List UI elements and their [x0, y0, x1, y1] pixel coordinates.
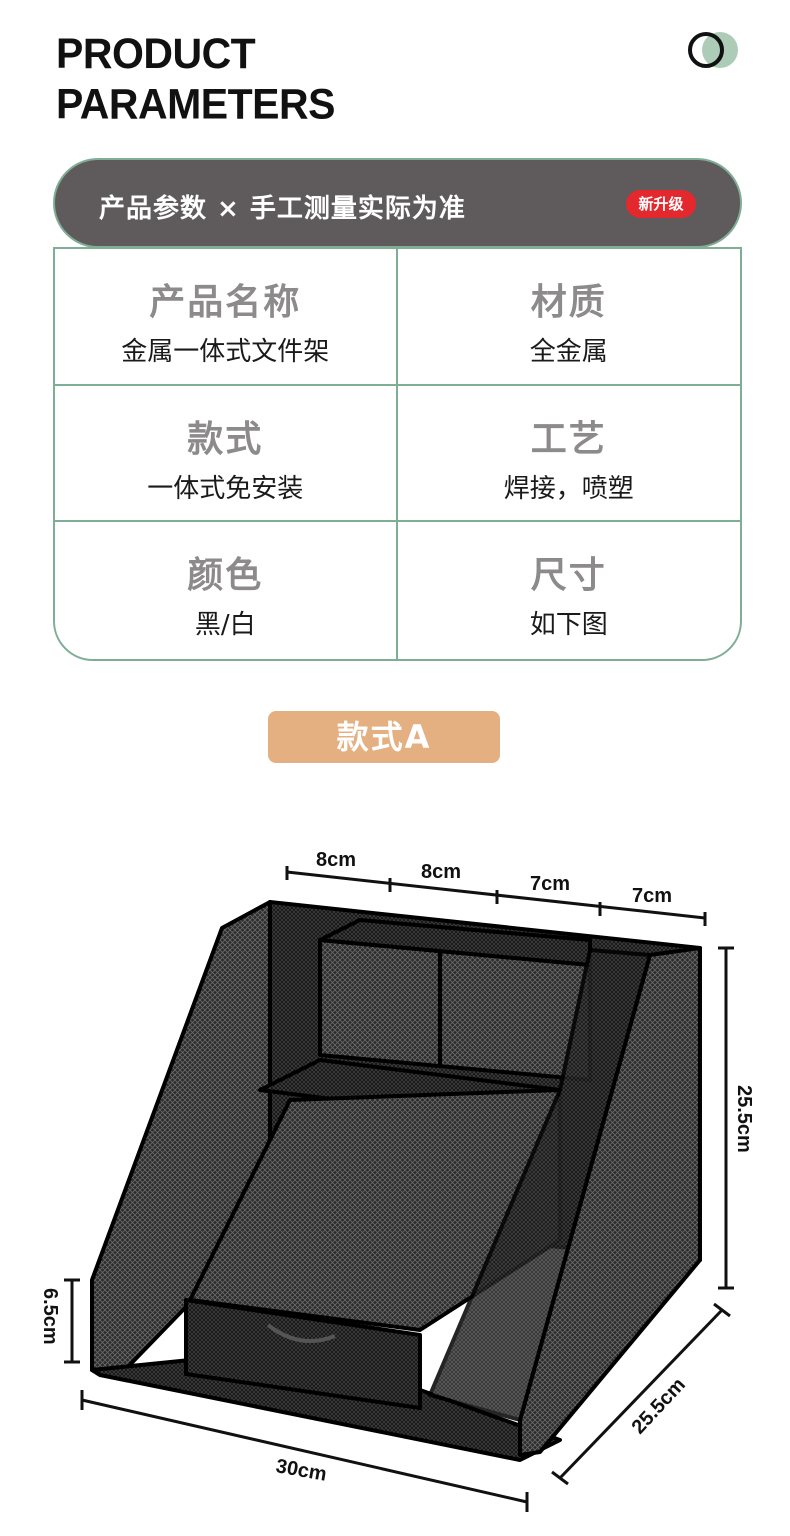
dim-width: 30cm: [274, 1455, 328, 1486]
style-a-tag: 款式A: [268, 711, 500, 763]
param-label: 工艺: [530, 418, 607, 460]
dim-height: 25.5cm: [733, 1085, 755, 1153]
param-cell-name: 产品名称 金属一体式文件架: [55, 249, 398, 386]
heading-line-2: PARAMETERS: [56, 79, 335, 128]
page-heading: PRODUCT PARAMETERS: [56, 28, 335, 129]
dim-drawer-height: 6.5cm: [39, 1288, 61, 1345]
param-cell-size: 尺寸 如下图: [398, 522, 741, 659]
param-cell-craft: 工艺 焊接，喷塑: [397, 386, 740, 523]
param-value: 全金属: [529, 337, 608, 367]
param-label: 颜色: [187, 555, 264, 597]
dimension-lines: [64, 866, 734, 1512]
dim-top-4: 7cm: [632, 885, 672, 907]
param-cell-color: 颜色 黑/白: [55, 522, 398, 659]
dim-depth: 25.5cm: [628, 1374, 690, 1439]
dim-top-3: 7cm: [530, 873, 570, 895]
param-label: 产品名称: [149, 282, 302, 323]
param-value: 如下图: [529, 610, 608, 641]
param-label: 材质: [530, 282, 607, 323]
params-table: 产品名称 金属一体式文件架 材质 全金属 款式 一体式免安装 工艺 焊接，喷塑 …: [53, 247, 742, 661]
param-value: 一体式免安装: [147, 473, 304, 504]
product-dimension-diagram: 8cm 8cm 7cm 7cm 25.5cm 6.5cm 30cm 25.5cm: [39, 849, 755, 1512]
decorative-circles-icon: [688, 30, 742, 70]
heading-line-1: PRODUCT: [56, 29, 256, 78]
banner-title: 产品参数 × 手工测量实际为准: [99, 194, 466, 224]
params-banner: 产品参数 × 手工测量实际为准 新升级: [53, 158, 742, 248]
param-cell-style: 款式 一体式免安装: [55, 385, 398, 523]
param-value: 金属一体式文件架: [121, 337, 330, 367]
param-value: 黑/白: [194, 610, 256, 641]
dim-top-2: 8cm: [421, 861, 461, 883]
desk-organizer-image: [90, 900, 702, 1462]
param-label: 尺寸: [530, 555, 607, 597]
dim-top-1: 8cm: [316, 849, 356, 871]
param-label: 款式: [187, 418, 264, 460]
param-value: 焊接，喷塑: [503, 473, 634, 504]
new-upgrade-badge: 新升级: [626, 190, 696, 218]
param-cell-material: 材质 全金属: [397, 249, 740, 386]
